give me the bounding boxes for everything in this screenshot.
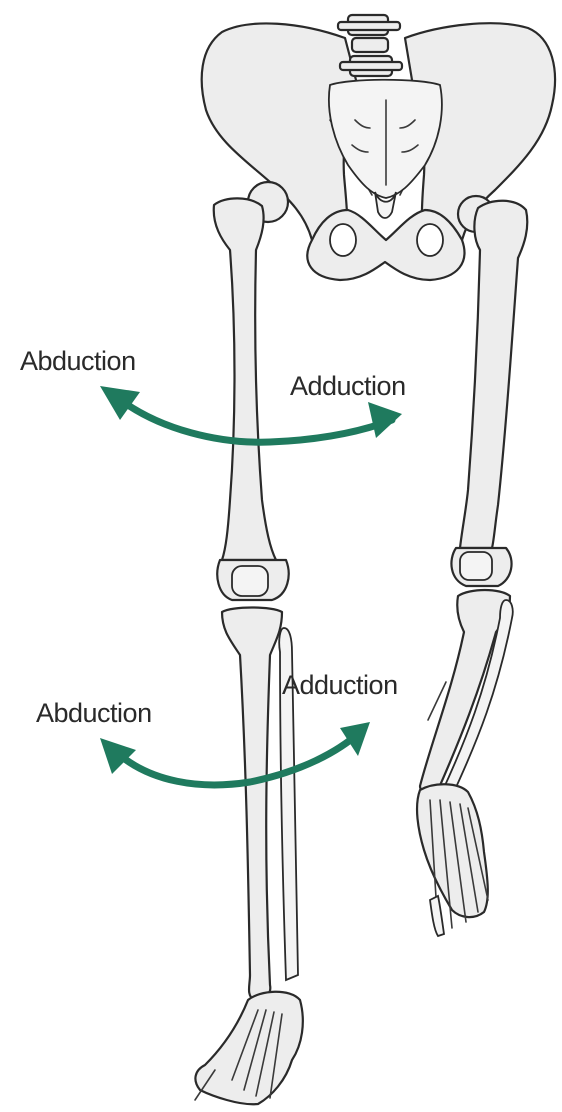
right-obturator — [417, 224, 443, 256]
hip-abduction-label: Abduction — [20, 346, 136, 376]
left-tibia — [222, 608, 282, 1001]
knee-adduction-arrowhead — [340, 722, 370, 756]
hip-adduction-arrowhead — [368, 402, 402, 438]
right-patella — [460, 552, 492, 580]
hip-adduction-label: Adduction — [290, 371, 406, 401]
left-patella — [232, 566, 268, 596]
knee-abduction-arrowhead — [100, 738, 136, 774]
hip-abduction-arrowhead — [100, 386, 140, 420]
knee-adduction-label: Adduction — [282, 670, 398, 700]
knee-arrow-curve — [116, 732, 360, 785]
knee-movement-arrow — [100, 722, 370, 785]
right-leg — [417, 196, 527, 936]
right-femur — [460, 201, 527, 548]
left-leg — [195, 182, 303, 1104]
left-obturator — [330, 224, 356, 256]
left-femur — [214, 198, 276, 560]
left-foot — [195, 992, 302, 1105]
knee-abduction-label: Abduction — [36, 698, 152, 728]
